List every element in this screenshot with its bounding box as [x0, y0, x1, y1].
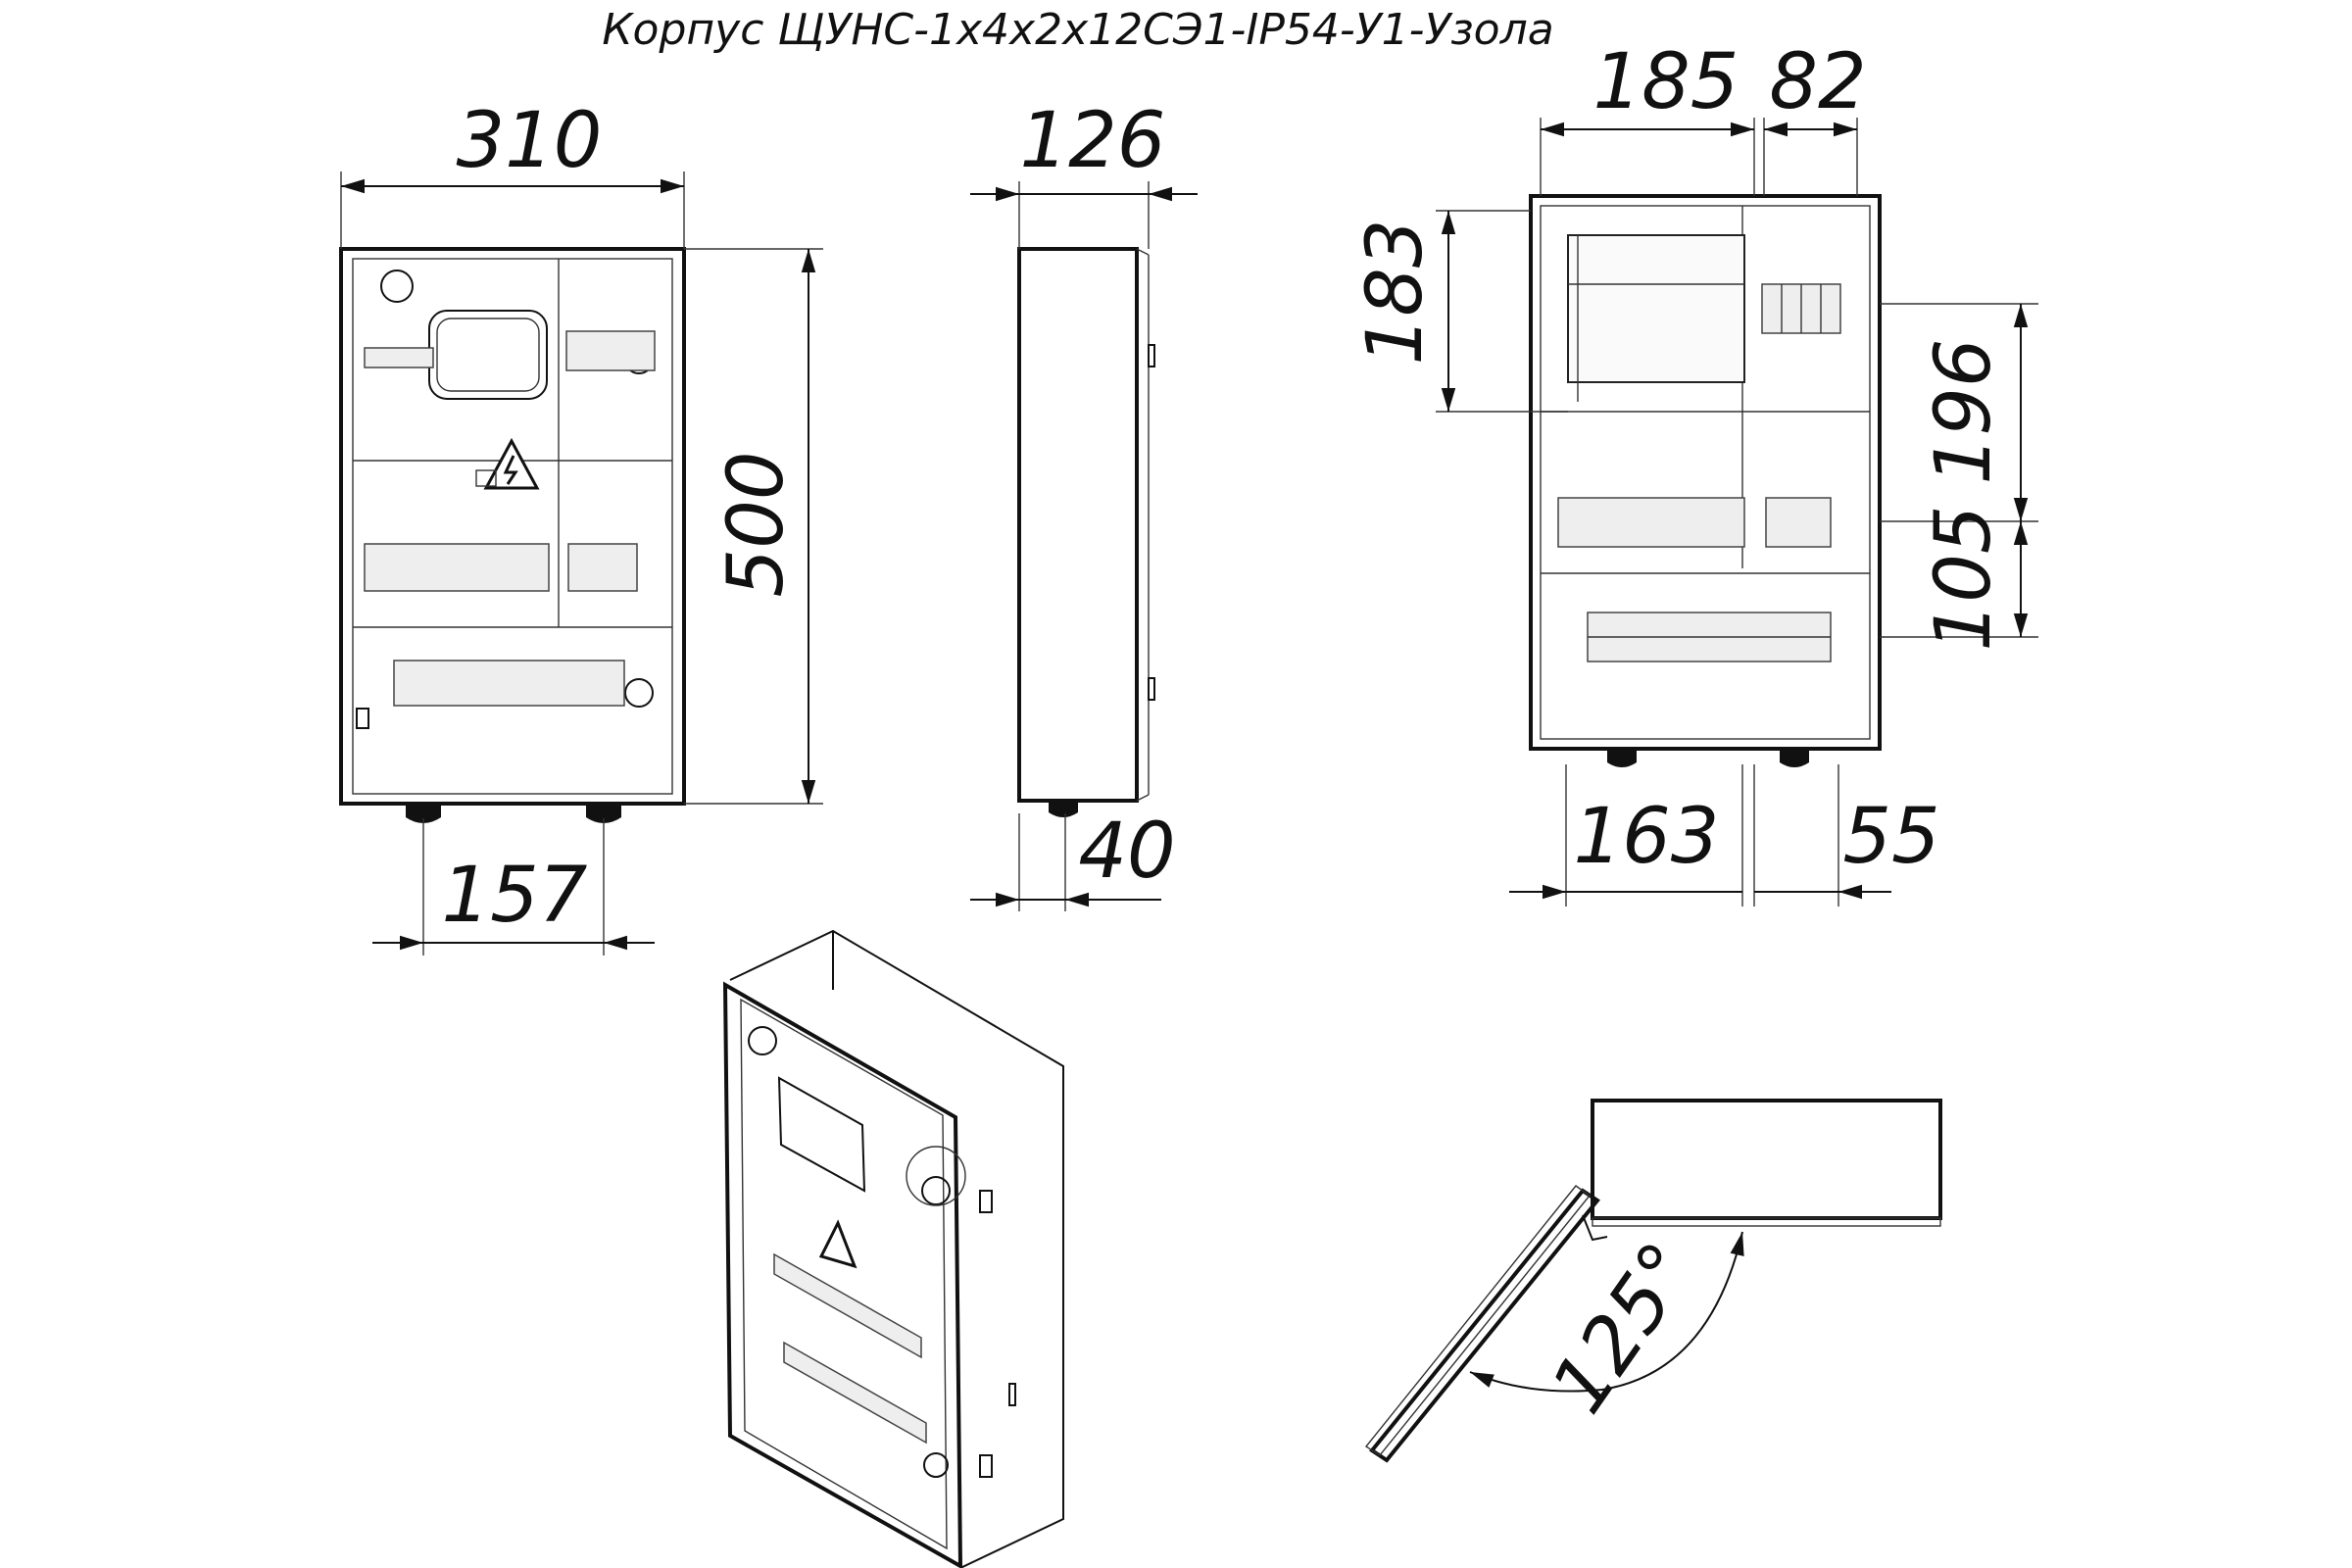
door-opening-view: 125° [1364, 1099, 1942, 1463]
dim-feet-spacing: 157 [442, 852, 588, 940]
high-voltage-icon [483, 437, 540, 490]
din-rail [393, 660, 625, 707]
dim-door-angle: 125° [1535, 1227, 1712, 1429]
foot [586, 804, 621, 823]
foot [1607, 749, 1637, 767]
lock-knob [923, 1452, 949, 1478]
dim-inner-bottom-left: 163 [1574, 793, 1720, 881]
side-view: 126 40 [970, 97, 1198, 911]
lock-knob [921, 1176, 951, 1205]
dim-inner-left-width: 185 [1593, 38, 1740, 126]
meter-plate [1567, 234, 1745, 383]
isometric-view [722, 929, 1064, 1568]
din-rail [773, 1252, 922, 1359]
lock-knob [748, 1026, 777, 1055]
foot [1780, 749, 1809, 767]
dim-inner-row-height: 105 [1920, 506, 2008, 652]
dim-front-height: 500 [712, 452, 801, 598]
drawing-title: Корпус ЩУНС-1х4х2х12СЭ1-IP54-У1-Узола [602, 5, 1553, 55]
high-voltage-icon [818, 1219, 858, 1269]
foot [1049, 801, 1078, 817]
dim-inner-bottom-right: 55 [1842, 793, 1939, 881]
interior-view: 185 82 183 196 105 163 55 [1351, 38, 2038, 906]
lock-knob [624, 678, 654, 708]
din-rail [783, 1341, 927, 1445]
lock-knob [380, 270, 414, 303]
dim-side-depth: 126 [1020, 97, 1166, 185]
dim-inner-right-height: 196 [1920, 339, 2008, 485]
dim-inner-top-height: 183 [1351, 220, 1440, 366]
dim-inner-right-width: 82 [1769, 38, 1866, 126]
din-rail [1765, 497, 1832, 548]
din-rail [567, 543, 638, 592]
din-rail [1557, 497, 1745, 548]
meter-window [428, 310, 548, 400]
foot [406, 804, 441, 823]
dim-side-foot: 40 [1078, 808, 1175, 896]
meter-window [777, 1076, 866, 1193]
front-view: 310 500 157 [339, 97, 823, 956]
dim-front-width: 310 [457, 97, 603, 185]
din-rail [364, 543, 550, 592]
